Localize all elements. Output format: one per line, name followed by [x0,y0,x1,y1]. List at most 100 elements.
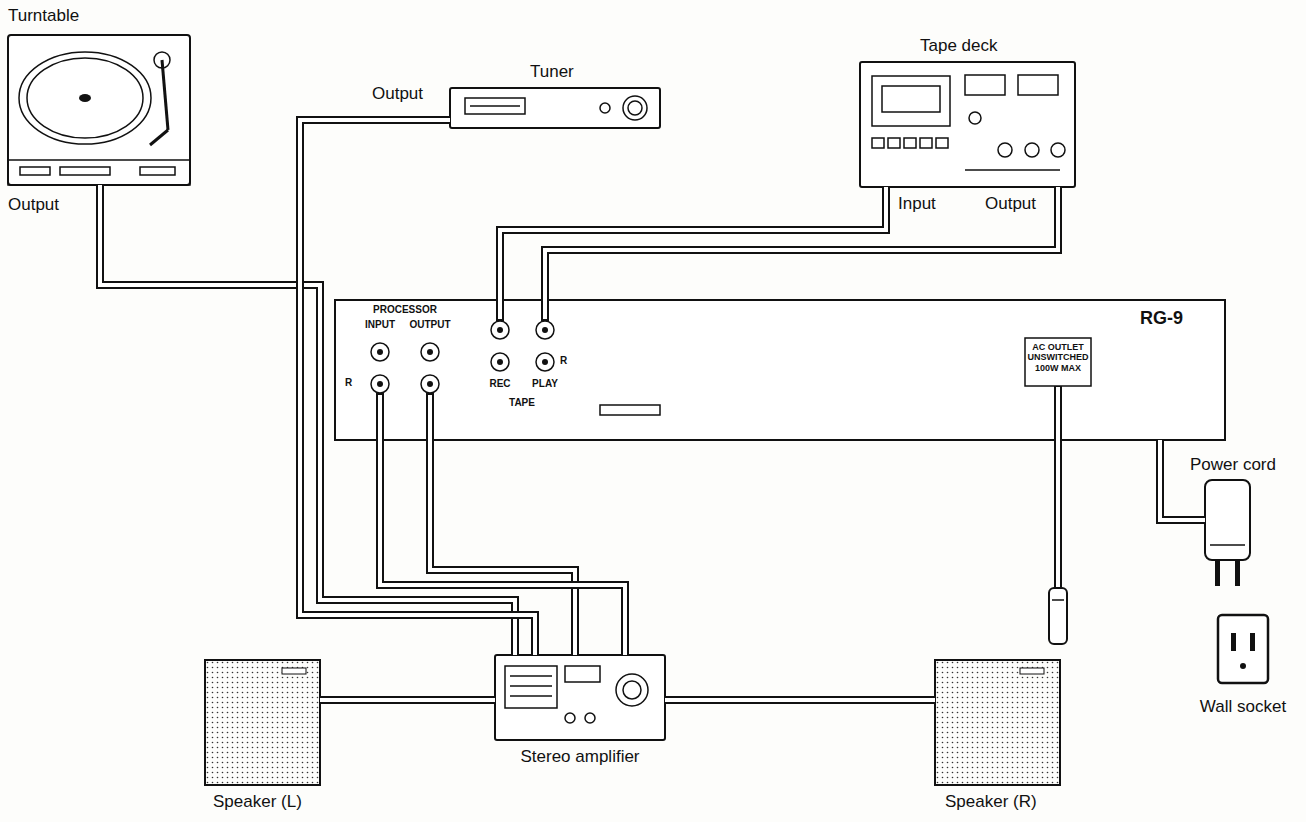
rg9-rear-panel [380,300,545,440]
amplifier-drawing [495,655,665,740]
tape-deck-drawing [998,143,1012,157]
turntable: TurntableOutput [8,35,190,185]
turntable-drawing [60,167,110,175]
power-plug-drawing [1215,560,1220,586]
turntable-drawing [162,60,168,130]
cable-core [380,440,625,655]
signal-cable [380,440,625,655]
signal-cable [545,187,1058,300]
node-label: Turntable [8,6,79,26]
tape-deck-drawing [860,62,1075,187]
amplifier-power-plug [1049,588,1067,644]
amplifier-drawing [510,695,552,697]
rg9-rear-panel [497,359,503,365]
tuner-drawing [450,88,660,128]
node-label: Tuner [530,62,574,82]
tuner-drawing [450,88,660,128]
amplifier-power-plug [1049,386,1067,644]
tape-deck-drawing [1025,143,1039,157]
rg9-rear-panel [380,299,545,441]
tuner: TunerOutput [450,88,660,128]
tuner-drawing [628,101,642,115]
tape-deck-drawing [936,138,948,148]
node-label: PROCESSOR [373,304,437,316]
tape-deck-drawing [969,112,981,124]
signal-cable [665,700,935,701]
cable-outline [545,187,1058,300]
rg9-rear-panel [335,299,1225,441]
node-label: INPUT [365,319,395,331]
turntable-drawing [20,167,50,175]
speaker-drawing [1020,668,1044,674]
cable-core [500,187,886,300]
cable-core [665,698,935,702]
cable-outline [320,696,495,704]
turntable-drawing [8,35,190,185]
turntable-drawing [79,94,91,102]
node-label: Output [985,194,1036,214]
tape-deck-drawing [882,86,940,112]
turntable-drawing [150,130,168,145]
tape-deck-drawing [872,138,884,148]
rg9-rear-panel [377,349,383,355]
amplifier-drawing [510,675,552,677]
turntable-drawing [27,58,143,138]
signal-cable [500,187,886,300]
cable-core [545,187,1058,300]
node-label: Output [8,195,59,215]
rg9-rear-panel [371,343,389,361]
wall-socket-drawing [1218,615,1268,683]
tape-deck-drawing [920,138,932,148]
node-label: Stereo amplifier [520,747,639,767]
tuner-drawing [623,96,647,120]
amplifier-drawing [505,666,557,708]
tuner-drawing [465,98,525,114]
power-plug-drawing [1205,480,1250,560]
rg9-rear-panel [497,327,503,333]
tape-deck-drawing [1018,75,1058,95]
node-label: Input [898,194,936,214]
power-plug-drawing [1210,544,1245,546]
speaker-drawing [205,660,1060,785]
signal-cable [320,700,495,701]
amplifier-drawing [510,685,552,687]
amplifier-drawing [623,681,641,699]
cable-outline [1160,440,1205,520]
speaker-drawing [282,668,306,674]
wall-socket: Wall socket [1218,615,1268,683]
node-label: R [345,377,352,389]
tuner-drawing [470,105,520,107]
rg9-rear-panel [421,343,439,361]
rg9-rear-panel [335,300,1225,440]
cable-core [1160,440,1205,520]
rg9-rear-panel [491,353,509,371]
rg9-rear-panel [377,381,383,387]
rg9-rear-panel [536,353,554,371]
signal-cable [300,120,535,655]
turntable-drawing [140,167,175,175]
amplifier-power-plug [1056,387,1060,590]
cable-outline [430,440,575,655]
node-label: Power cord [1190,455,1276,475]
node-label: Speaker (L) [213,792,302,812]
speaker: Speaker (L) [205,660,320,785]
node-label: Output [372,84,423,104]
rg9-rear-panel [542,359,548,365]
signal-cable [430,440,575,655]
amplifier-power-plug [1054,386,1062,590]
rg9-rear-panel [421,375,439,393]
node-label: R [560,355,567,367]
speaker: Speaker (R) [935,660,1060,785]
tape-deck-drawing [904,138,916,148]
cable-core [300,120,535,655]
cable-outline [380,440,625,655]
cable-outline [500,187,886,300]
power-plug: Power cord [1205,480,1250,560]
tape-deck-drawing [965,75,1005,95]
rg9-panel: RG-9PROCESSORINPUTOUTPUTTAPERECPLAYRRAC … [335,300,1225,440]
cable-outline [300,120,535,655]
